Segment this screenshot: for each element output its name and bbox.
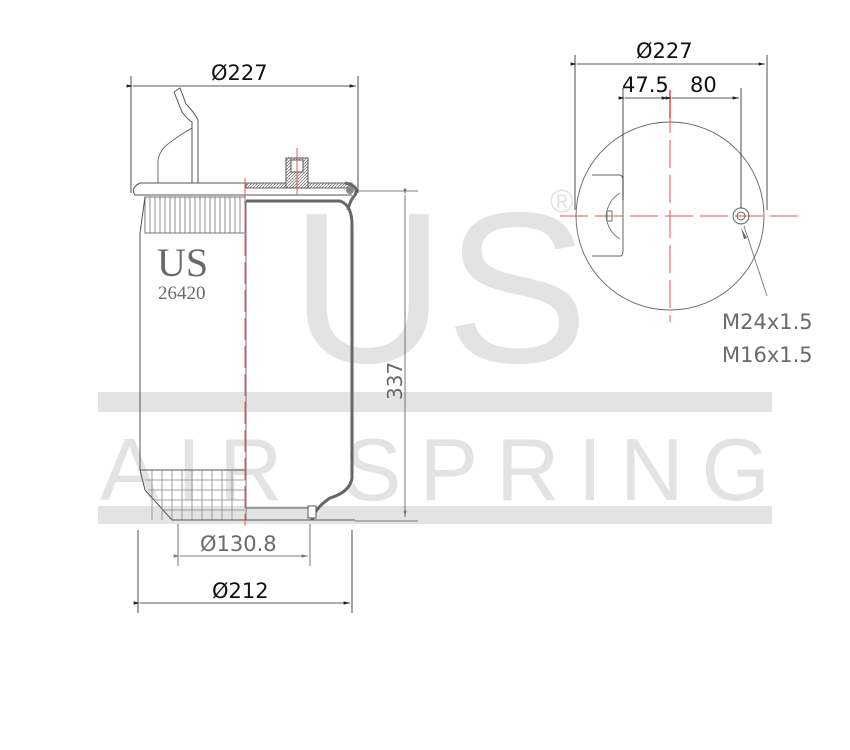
part-brand-label: US — [157, 240, 208, 285]
watermark-brand: US — [290, 167, 589, 408]
top-view-diameter-value: Ø227 — [636, 39, 693, 63]
part-number-label: 26420 — [158, 283, 206, 304]
watermark-bar-top — [98, 392, 772, 412]
watermark-bar-bottom — [98, 506, 772, 524]
dim-piston-diameter — [173, 524, 311, 566]
thread-spec-1: M24x1.5 — [722, 310, 813, 334]
height-value: 337 — [383, 362, 407, 400]
top-view — [560, 90, 800, 322]
top-diameter-value: Ø227 — [211, 61, 268, 85]
bottom-diameter-value: Ø212 — [212, 579, 269, 603]
dim-top-diameter — [126, 76, 359, 193]
offset-right-value: 80 — [690, 73, 717, 97]
thread-spec-2: M16x1.5 — [722, 343, 813, 367]
dim-bottom-diameter — [133, 530, 353, 613]
dim-top-view-diameter — [570, 55, 768, 210]
piston-diameter-value: Ø130.8 — [200, 532, 277, 556]
side-centerline — [244, 148, 298, 526]
registered-mark: ® — [550, 183, 574, 219]
dim-offsets — [618, 88, 742, 208]
offset-left-value: 47.5 — [622, 73, 669, 97]
dim-height — [355, 188, 418, 522]
